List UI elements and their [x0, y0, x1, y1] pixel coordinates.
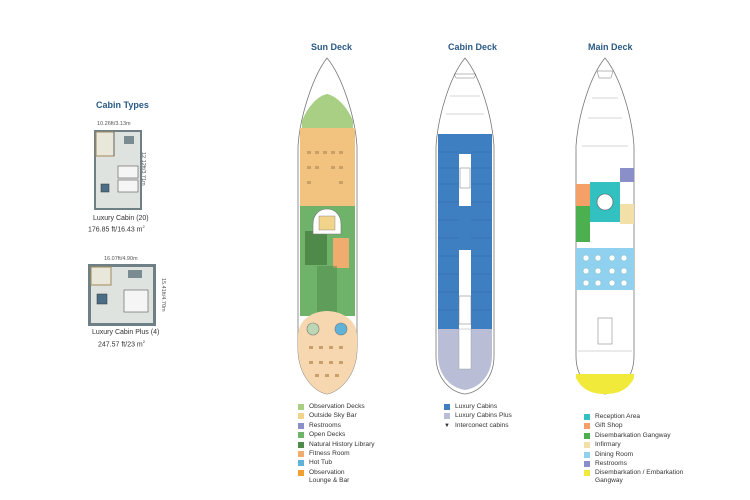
legend-label: Restrooms — [309, 421, 341, 429]
legend-item: Restrooms — [298, 422, 375, 431]
legend-item: Observation Lounge & Bar — [298, 469, 375, 487]
legend-label: Hot Tub — [309, 459, 333, 467]
legend-label: Disembarkation / Embarkation Gangway — [595, 469, 684, 485]
main-deck-plan — [575, 57, 635, 395]
legend-item: Disembarkation / Embarkation Gangway — [584, 469, 700, 487]
cabin-deck-plan — [435, 57, 495, 395]
legend-swatch — [444, 404, 450, 410]
legend-swatch — [298, 422, 304, 429]
legend-label: Natural History Library — [309, 440, 375, 448]
legend-item: Hot Tub — [298, 459, 375, 468]
legend-item: Gift Shop — [584, 422, 700, 431]
luxury-cabin-area: 176.85 ft/16.43 m2 — [88, 224, 145, 234]
luxury-cabin-plus-floorplan — [88, 264, 156, 326]
luxury-cabin-label: Luxury Cabin (20) — [93, 215, 149, 222]
cabin-types-title: Cabin Types — [96, 100, 149, 110]
legend-item: Outside Sky Bar — [298, 412, 375, 421]
legend-swatch — [584, 414, 590, 420]
luxury-cabin-plus-width-dim: 16.07ft/4.90m — [104, 256, 138, 262]
legend-swatch — [298, 441, 304, 448]
legend-swatch — [298, 460, 304, 467]
legend-label: Interconect cabins — [455, 421, 509, 429]
cabin-deck-legend: Luxury Cabins Luxury Cabins Plus ▼ Interc… — [444, 403, 512, 431]
sun-deck-legend: Observation Decks Outside Sky Bar Restro… — [298, 403, 375, 487]
legend-label: Open Decks — [309, 431, 346, 439]
legend-swatch — [584, 451, 590, 458]
legend-swatch — [298, 469, 304, 476]
legend-item: Dining Room — [584, 451, 700, 460]
legend-item: Disembarkation Gangway — [584, 432, 700, 441]
legend-swatch — [298, 413, 304, 420]
legend-swatch — [298, 450, 304, 457]
luxury-cabin-plus-area-text: 247.57 ft/23 m — [98, 341, 143, 349]
legend-item: Open Decks — [298, 431, 375, 440]
legend-item: Observation Decks — [298, 403, 375, 412]
legend-item: Infirmary — [584, 441, 700, 450]
legend-label: Disembarkation Gangway — [595, 431, 671, 439]
cabin-deck-title: Cabin Deck — [448, 42, 498, 52]
legend-swatch — [584, 460, 590, 467]
legend-label: Observation Decks — [309, 403, 365, 410]
legend-item: Restrooms — [584, 460, 700, 469]
legend-item: Luxury Cabins Plus — [444, 412, 512, 421]
legend-label: Outside Sky Bar — [309, 412, 357, 420]
main-deck-title: Main Deck — [588, 42, 633, 52]
luxury-cabin-floorplan — [94, 130, 142, 210]
legend-swatch — [584, 432, 590, 439]
luxury-cabin-area-text: 176.85 ft/16.43 m — [88, 226, 143, 234]
legend-item: Reception Area — [584, 413, 700, 422]
luxury-cabin-width-dim: 10.26ft/3.13m — [97, 121, 131, 127]
legend-swatch — [584, 470, 590, 477]
legend-label: Gift Shop — [595, 422, 623, 430]
legend-label: Reception Area — [595, 413, 641, 420]
legend-label: Fitness Room — [309, 449, 350, 457]
legend-swatch — [444, 413, 450, 420]
luxury-cabin-plus-area: 247.57 ft/23 m2 — [98, 339, 145, 349]
legend-label: Luxury Cabins — [455, 403, 498, 410]
legend-swatch — [298, 404, 304, 410]
sun-deck-plan — [297, 57, 358, 395]
legend-item: Natural History Library — [298, 441, 375, 450]
legend-item: ▼ Interconect cabins — [444, 422, 512, 431]
legend-swatch — [298, 432, 304, 439]
luxury-cabin-plus-label: Luxury Cabin Plus (4) — [92, 329, 160, 336]
legend-label: Restrooms — [595, 459, 627, 467]
legend-item: Fitness Room — [298, 450, 375, 459]
legend-label: Luxury Cabins Plus — [455, 412, 512, 420]
legend-swatch — [584, 442, 590, 449]
luxury-cabin-plus-depth-dim: 15.41ft/4.70m — [160, 278, 166, 312]
legend-label: Infirmary — [595, 441, 621, 449]
legend-swatch — [584, 423, 590, 430]
sun-deck-title: Sun Deck — [311, 42, 353, 52]
legend-label: Dining Room — [595, 450, 634, 458]
interconnect-arrows-icon: ▼ — [444, 422, 450, 429]
main-deck-legend: Reception Area Gift Shop Disembarkation … — [584, 413, 700, 487]
legend-item: Luxury Cabins — [444, 403, 512, 412]
legend-label: Observation Lounge & Bar — [309, 468, 350, 484]
